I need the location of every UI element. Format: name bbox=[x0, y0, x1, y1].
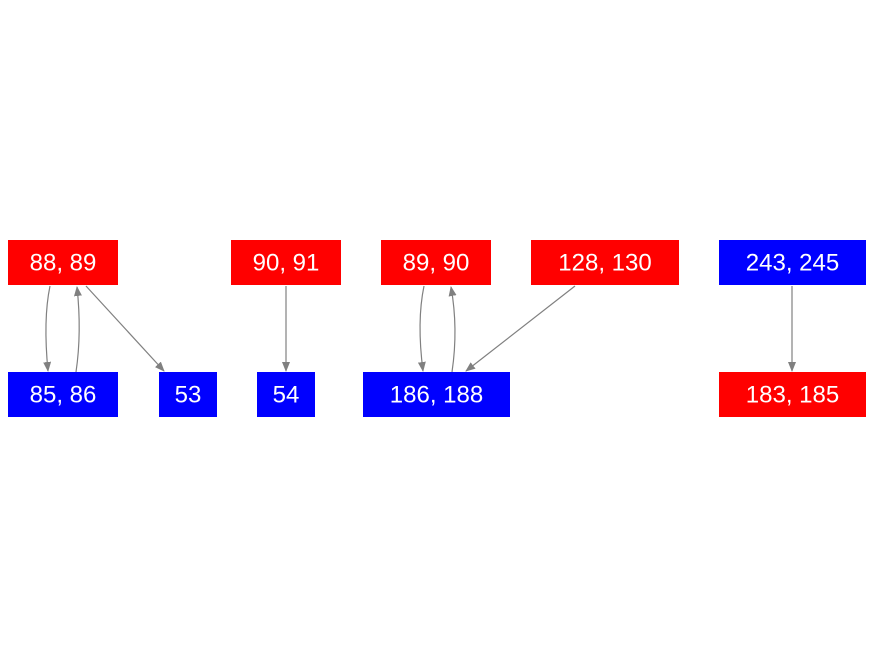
node-box bbox=[159, 372, 217, 417]
node: 128, 130 bbox=[531, 240, 679, 285]
node-box bbox=[8, 372, 118, 417]
node-label: 243, 245 bbox=[746, 250, 839, 277]
edge bbox=[448, 286, 457, 373]
node-label: 85, 86 bbox=[30, 382, 97, 409]
node-box bbox=[381, 240, 491, 285]
node-label: 128, 130 bbox=[558, 250, 651, 277]
edge bbox=[417, 285, 426, 372]
node: 90, 91 bbox=[231, 240, 341, 285]
node-label: 186, 188 bbox=[390, 382, 483, 409]
node-box bbox=[231, 240, 341, 285]
edge bbox=[465, 285, 576, 372]
node: 186, 188 bbox=[363, 372, 510, 417]
node-label: 90, 91 bbox=[253, 250, 320, 277]
node: 54 bbox=[257, 372, 315, 417]
edge bbox=[43, 285, 52, 372]
node-label: 88, 89 bbox=[30, 250, 97, 277]
node-label: 53 bbox=[175, 382, 202, 409]
node-box bbox=[719, 240, 866, 285]
node: 243, 245 bbox=[719, 240, 866, 285]
node: 183, 185 bbox=[719, 372, 866, 417]
node-box bbox=[257, 372, 315, 417]
node-label: 89, 90 bbox=[403, 250, 470, 277]
node: 85, 86 bbox=[8, 372, 118, 417]
node: 88, 89 bbox=[8, 240, 118, 285]
node-box bbox=[8, 240, 118, 285]
edge bbox=[73, 286, 82, 373]
edge bbox=[85, 285, 165, 372]
node: 53 bbox=[159, 372, 217, 417]
node-label: 183, 185 bbox=[746, 382, 839, 409]
node-label: 54 bbox=[273, 382, 300, 409]
node-box bbox=[363, 372, 510, 417]
node-box bbox=[719, 372, 866, 417]
node-box bbox=[531, 240, 679, 285]
node: 89, 90 bbox=[381, 240, 491, 285]
